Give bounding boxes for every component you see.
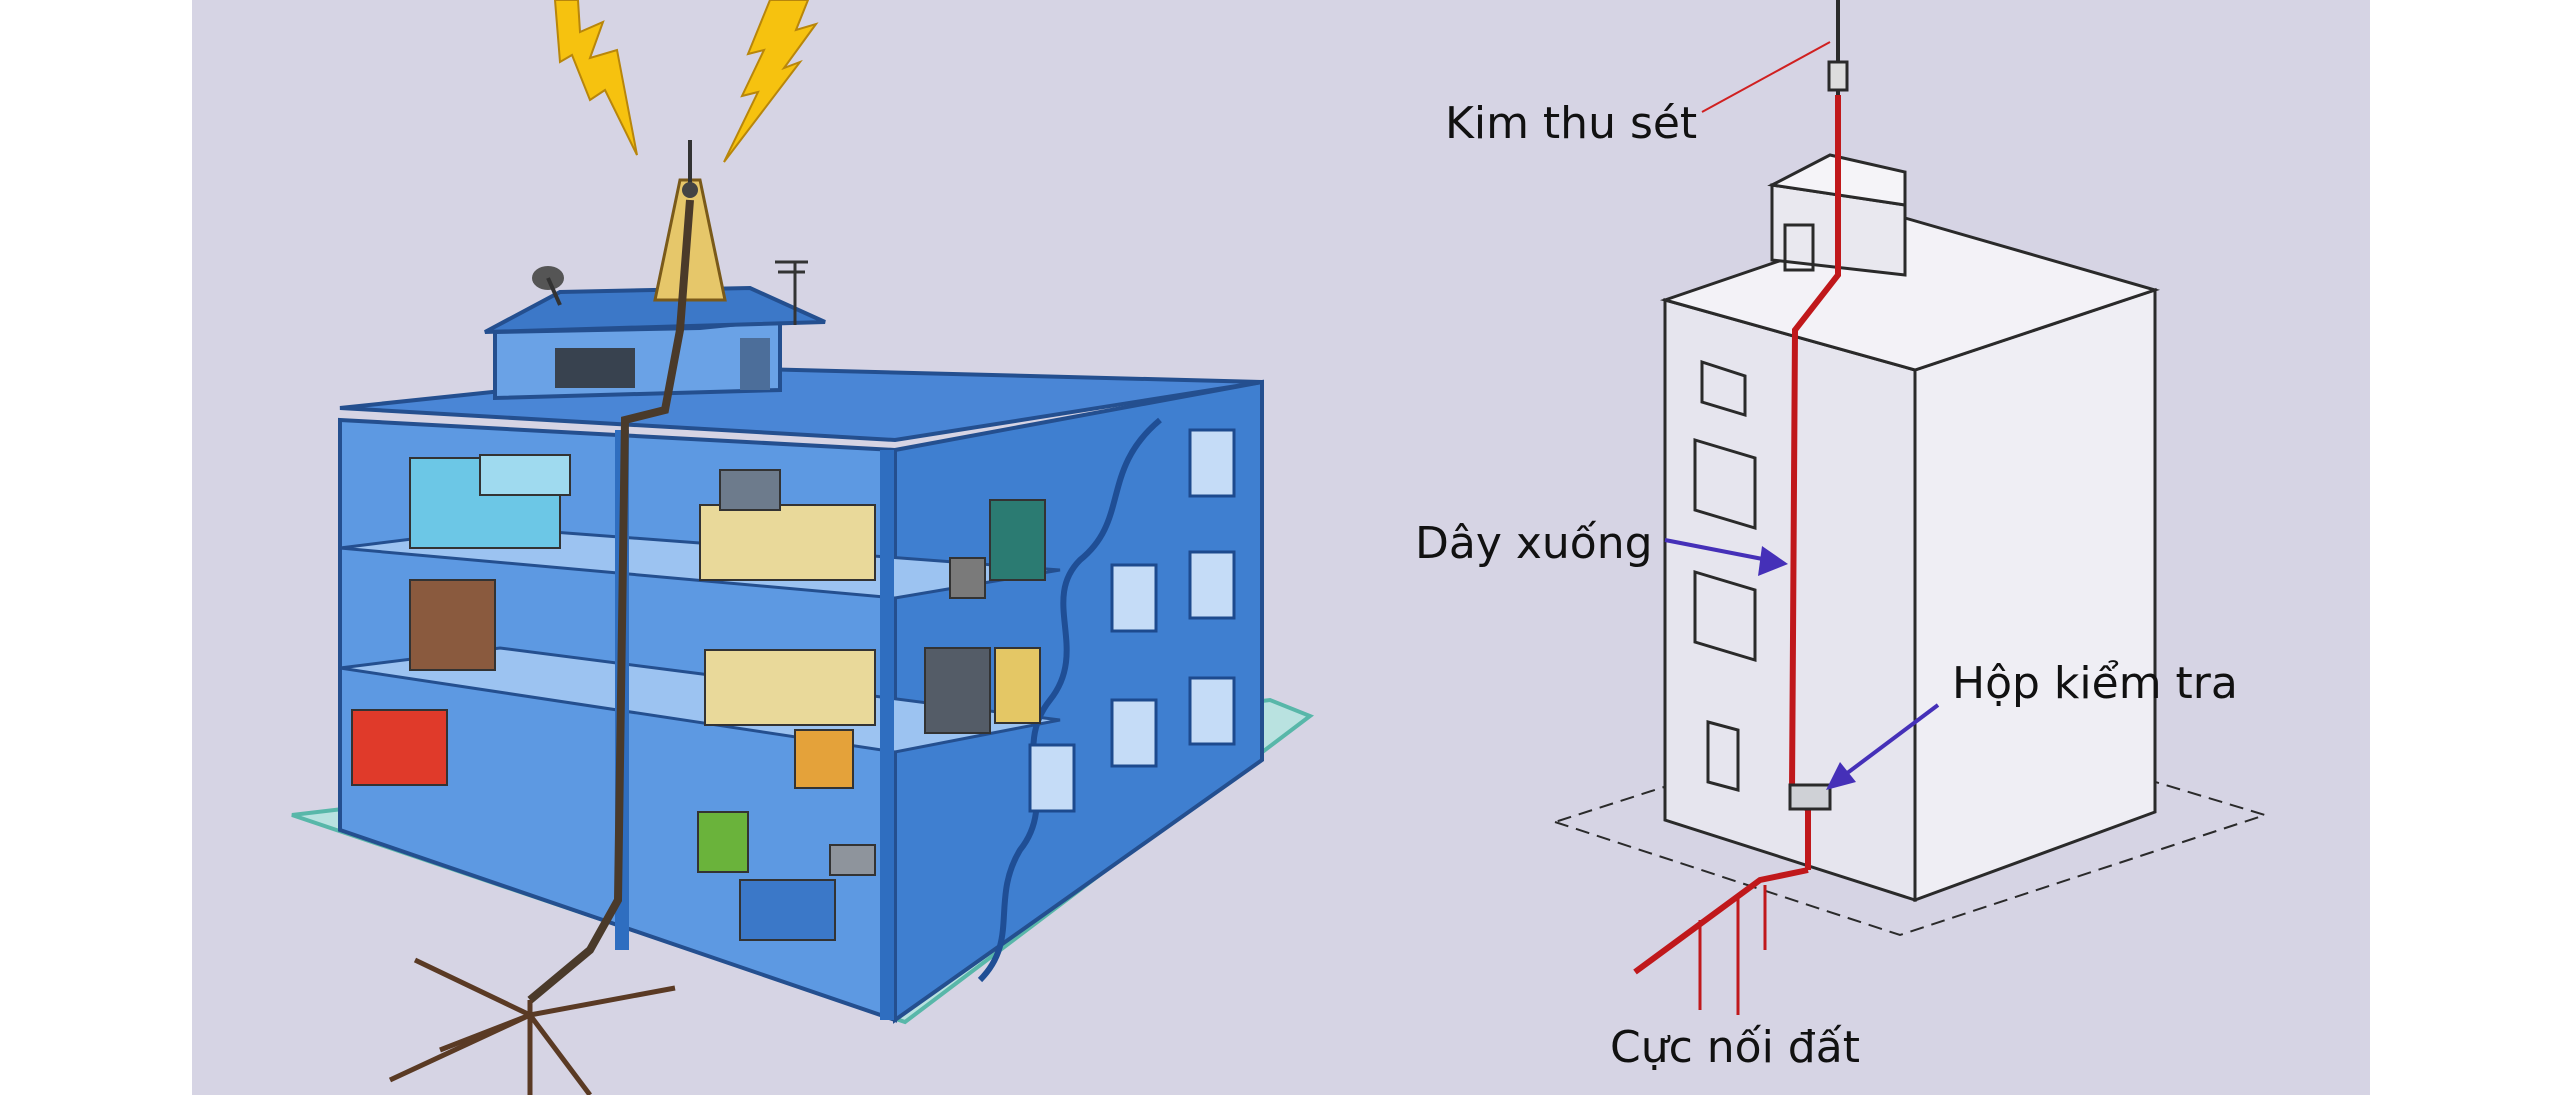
equipment <box>351 454 1046 941</box>
label-test-box: Hộp kiểm tra <box>1952 658 2238 709</box>
tower-right-face <box>1913 287 2157 903</box>
down-conductor-red <box>1788 95 1841 870</box>
left-illustration <box>291 0 1315 1095</box>
earth-rods <box>388 957 676 1095</box>
label-air-terminal: Kim thu sét <box>1445 98 1697 149</box>
tower-windows <box>1693 359 1757 792</box>
test-box-arrow <box>1826 703 1940 790</box>
interior-wall <box>880 450 894 1020</box>
cutaway-edge <box>977 417 1162 983</box>
facade-windows <box>1028 428 1236 813</box>
lightning-bolt-icon <box>553 0 638 156</box>
penthouse-door <box>740 338 770 390</box>
satellite-dish-icon <box>532 266 564 306</box>
air-terminal-leader <box>1701 41 1831 113</box>
label-earth-electrode: Cực nối đất <box>1610 1022 1860 1073</box>
test-box <box>1788 783 1832 811</box>
lightning-bolt-icon <box>723 0 819 163</box>
tv-antenna-icon <box>775 260 808 325</box>
label-down-conductor: Dây xuống <box>1415 518 1653 569</box>
penthouse-roof <box>484 285 826 334</box>
air-terminal-clamp <box>1827 60 1849 92</box>
earth-conductor-red <box>1633 867 1809 975</box>
penthouse-window <box>555 348 635 388</box>
down-conductor-arrow <box>1664 538 1788 576</box>
down-conductor-wire <box>527 199 694 1004</box>
roof-structure-door <box>1783 223 1815 272</box>
earth-rod-lines <box>1698 885 1767 1015</box>
right-illustration: Kim thu sét Dây xuống Hộp kiểm tra Cực n… <box>1415 0 2269 1073</box>
